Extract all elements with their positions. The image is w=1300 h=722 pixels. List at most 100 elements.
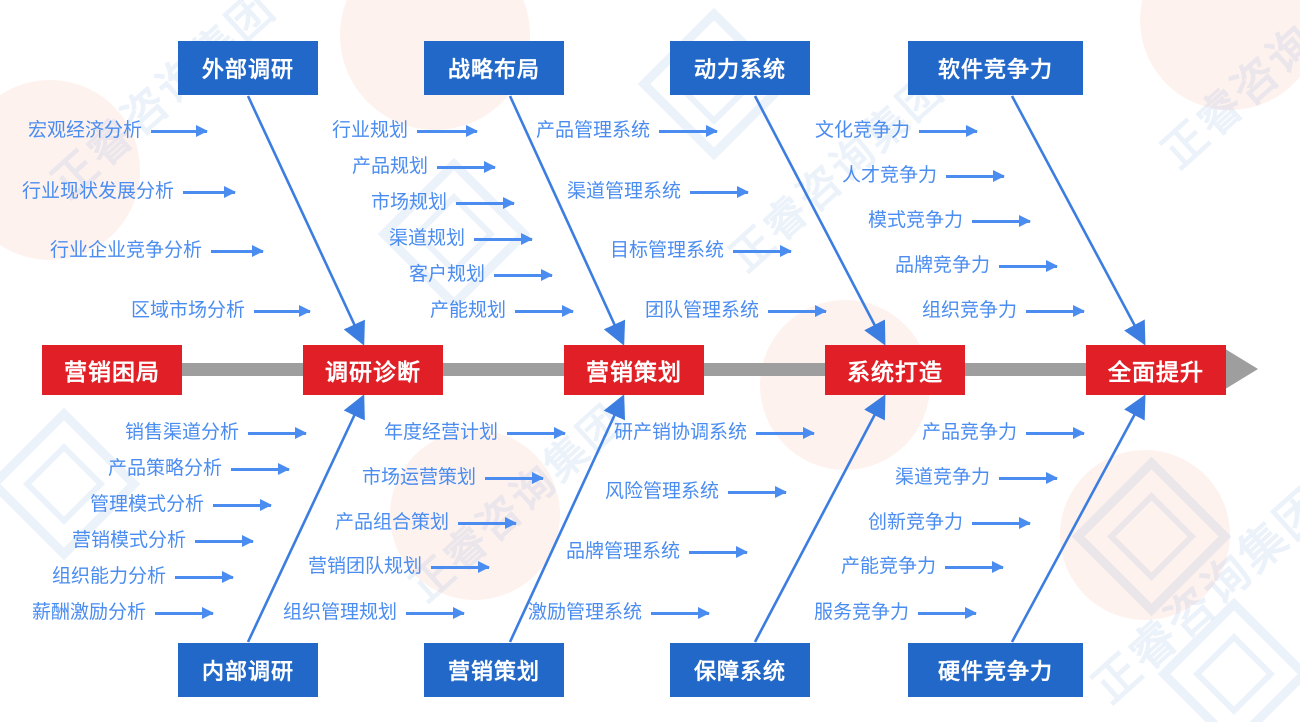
leaf-arrow-icon — [728, 486, 788, 498]
leaf-row[interactable]: 宏观经济分析 — [28, 120, 209, 142]
leaf-label: 渠道规划 — [389, 228, 466, 249]
leaf-row[interactable]: 销售渠道分析 — [125, 422, 308, 444]
category-label: 软件竞争力 — [937, 57, 1053, 82]
leaf-row[interactable]: 区域市场分析 — [131, 300, 312, 322]
leaf-row[interactable]: 渠道管理系统 — [567, 181, 750, 203]
leaf-row[interactable]: 产能规划 — [430, 300, 575, 322]
leaf-arrow-icon — [183, 186, 237, 198]
leaf-label: 产品策略分析 — [108, 458, 223, 479]
leaf-row[interactable]: 薪酬激励分析 — [32, 602, 215, 624]
milestone-box-2[interactable]: 调研诊断 — [303, 345, 443, 395]
category-box-top-4[interactable]: 软件竞争力 — [908, 41, 1083, 95]
leaf-arrow-icon — [437, 161, 497, 173]
leaf-arrow-icon — [248, 427, 308, 439]
leaf-row[interactable]: 目标管理系统 — [610, 240, 793, 262]
leaf-arrow-icon — [999, 472, 1059, 484]
leaf-arrow-icon — [651, 607, 711, 619]
milestone-box-3[interactable]: 营销策划 — [564, 345, 704, 395]
leaf-arrow-icon — [919, 125, 979, 137]
leaf-row[interactable]: 品牌管理系统 — [566, 541, 749, 563]
leaf-row[interactable]: 营销模式分析 — [72, 530, 255, 552]
leaf-label: 品牌竞争力 — [895, 255, 991, 276]
bone-top-3 — [753, 95, 886, 346]
leaf-label: 组织管理规划 — [283, 602, 398, 623]
leaf-arrow-icon — [175, 571, 235, 583]
category-box-top-3[interactable]: 动力系统 — [670, 41, 810, 95]
leaf-row[interactable]: 年度经营计划 — [384, 422, 567, 444]
milestone-label: 调研诊断 — [325, 359, 421, 385]
leaf-arrow-icon — [515, 305, 575, 317]
leaf-arrow-icon — [1026, 427, 1086, 439]
leaf-arrow-icon — [972, 517, 1032, 529]
leaf-label: 年度经营计划 — [384, 422, 499, 443]
leaf-label: 薪酬激励分析 — [32, 602, 147, 623]
leaf-label: 产能竞争力 — [841, 556, 937, 577]
leaf-row[interactable]: 市场规划 — [371, 192, 516, 214]
category-label: 营销策划 — [447, 659, 540, 684]
leaf-row[interactable]: 风险管理系统 — [605, 481, 788, 503]
leaf-label: 宏观经济分析 — [28, 120, 143, 141]
category-label: 保障系统 — [693, 659, 786, 684]
leaf-label: 产品管理系统 — [536, 120, 651, 141]
leaf-row[interactable]: 产能竞争力 — [841, 556, 1005, 578]
leaf-label: 行业规划 — [332, 120, 409, 141]
leaf-arrow-icon — [417, 125, 479, 137]
leaf-row[interactable]: 产品管理系统 — [536, 120, 719, 142]
leaf-row[interactable]: 客户规划 — [409, 264, 554, 286]
leaf-arrow-icon — [231, 463, 291, 475]
milestone-box-5[interactable]: 全面提升 — [1086, 345, 1226, 395]
category-box-top-1[interactable]: 外部调研 — [178, 41, 318, 95]
leaf-row[interactable]: 文化竞争力 — [815, 120, 979, 142]
leaf-arrow-icon — [151, 125, 209, 137]
category-box-bottom-1[interactable]: 内部调研 — [178, 643, 318, 697]
leaf-row[interactable]: 产品策略分析 — [108, 458, 291, 480]
leaf-row[interactable]: 行业现状发展分析 — [22, 181, 237, 203]
leaf-row[interactable]: 组织竞争力 — [922, 300, 1086, 322]
leaf-row[interactable]: 产品竞争力 — [922, 422, 1086, 444]
leaf-row[interactable]: 产品组合策划 — [335, 512, 518, 534]
leaf-row[interactable]: 品牌竞争力 — [895, 255, 1059, 277]
leaf-row[interactable]: 服务竞争力 — [814, 602, 978, 624]
leaf-row[interactable]: 管理模式分析 — [90, 494, 273, 516]
bone-bot-3 — [753, 394, 886, 643]
leaf-label: 产能规划 — [430, 300, 507, 321]
leaf-arrow-icon — [690, 186, 750, 198]
leaf-row[interactable]: 激励管理系统 — [528, 602, 711, 624]
leaf-row[interactable]: 营销团队规划 — [308, 556, 491, 578]
leaf-row[interactable]: 研产销协调系统 — [614, 422, 816, 444]
leaf-row[interactable]: 团队管理系统 — [645, 300, 828, 322]
leaf-row[interactable]: 人才竞争力 — [842, 165, 1006, 187]
leaf-arrow-icon — [918, 607, 978, 619]
category-box-top-2[interactable]: 战略布局 — [424, 41, 564, 95]
leaf-label: 产品规划 — [352, 156, 429, 177]
leaf-row[interactable]: 产品规划 — [352, 156, 497, 178]
category-box-bottom-2[interactable]: 营销策划 — [424, 643, 564, 697]
leaf-row[interactable]: 行业规划 — [332, 120, 479, 142]
leaf-row[interactable]: 渠道规划 — [389, 228, 534, 250]
leaf-row[interactable]: 行业企业竞争分析 — [50, 240, 265, 262]
leaf-row[interactable]: 组织能力分析 — [52, 566, 235, 588]
leaf-arrow-icon — [689, 546, 749, 558]
spine-segment-3 — [701, 363, 833, 376]
leaf-row[interactable]: 创新竞争力 — [868, 512, 1032, 534]
leaf-label: 人才竞争力 — [842, 165, 938, 186]
leaf-row[interactable]: 市场运营策划 — [362, 467, 545, 489]
leaf-arrow-icon — [406, 607, 466, 619]
category-box-bottom-3[interactable]: 保障系统 — [670, 643, 810, 697]
leaf-label: 区域市场分析 — [131, 300, 246, 321]
category-box-bottom-4[interactable]: 硬件竞争力 — [908, 643, 1083, 697]
leaf-label: 管理模式分析 — [90, 494, 205, 515]
category-label: 战略布局 — [447, 57, 540, 82]
leaf-row[interactable]: 组织管理规划 — [283, 602, 466, 624]
leaf-arrow-icon — [456, 197, 516, 209]
leaf-row[interactable]: 模式竞争力 — [868, 210, 1032, 232]
milestone-box-1[interactable]: 营销困局 — [42, 345, 182, 395]
leaf-label: 风险管理系统 — [605, 481, 720, 502]
leaf-label: 营销团队规划 — [308, 556, 423, 577]
category-label: 内部调研 — [201, 659, 294, 684]
milestone-box-4[interactable]: 系统打造 — [825, 345, 965, 395]
leaf-row[interactable]: 渠道竞争力 — [895, 467, 1059, 489]
bone-bot-1 — [246, 394, 365, 643]
